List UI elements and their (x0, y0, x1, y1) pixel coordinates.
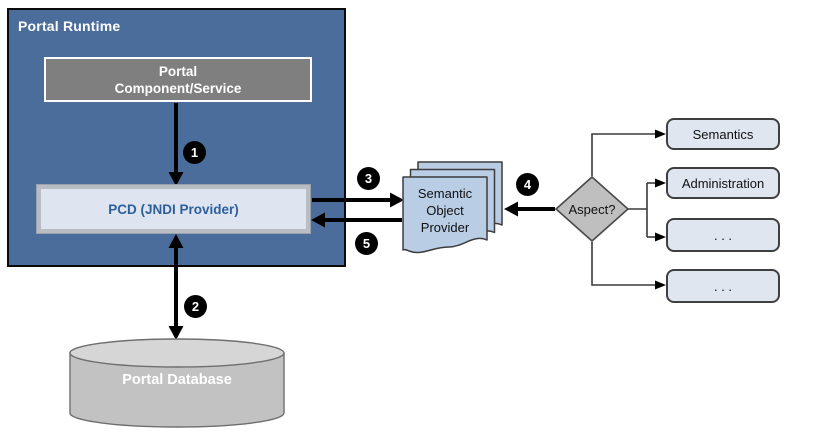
semantic-object-provider-stack (402, 161, 503, 254)
portal-component-service-box: Portal Component/Service (44, 57, 312, 102)
component-box-line1: Portal (158, 63, 198, 79)
step-5-badge: 5 (355, 232, 378, 255)
arrow-5-provider-to-pcd (311, 212, 402, 228)
aspect-option-administration: Administration (666, 167, 780, 199)
arrow-4-aspect-to-provider (504, 201, 555, 217)
arrow-3-pcd-to-provider (312, 192, 404, 208)
connector-aspect-to-administration-and-ellipsis (628, 178, 666, 242)
step-3-badge: 3 (357, 167, 380, 190)
pcd-box-label: PCD (JNDI Provider) (108, 201, 239, 217)
connector-aspect-to-ellipsis-2 (591, 242, 666, 290)
aspect-option-semantics: Semantics (666, 118, 780, 150)
portal-database-label: Portal Database (122, 372, 232, 388)
pcd-jndi-provider-box: PCD (JNDI Provider) (36, 184, 311, 234)
arrow-1-component-to-pcd (168, 103, 184, 186)
aspect-option-ellipsis-2-label: . . . (713, 278, 733, 294)
aspect-option-ellipsis-1-label: . . . (713, 227, 733, 243)
portal-runtime-title: Portal Runtime (18, 18, 121, 34)
aspect-diamond-label: Aspect? (568, 202, 616, 217)
connector-aspect-to-semantics (591, 129, 666, 176)
arrow-2-pcd-database-bidirectional (168, 234, 184, 340)
aspect-option-semantics-label: Semantics (692, 126, 754, 142)
aspect-option-ellipsis-2: . . . (666, 269, 780, 303)
aspect-option-ellipsis-1: . . . (666, 218, 780, 252)
aspect-decision-diamond (554, 175, 630, 243)
step-1-badge: 1 (183, 141, 206, 164)
step-4-badge: 4 (516, 173, 539, 196)
aspect-option-administration-label: Administration (681, 175, 765, 191)
step-2-badge: 2 (184, 295, 207, 318)
component-box-line2: Component/Service (114, 80, 242, 96)
semantic-object-provider-label: Semantic Object Provider (417, 186, 473, 235)
portal-database-cylinder (69, 338, 285, 428)
